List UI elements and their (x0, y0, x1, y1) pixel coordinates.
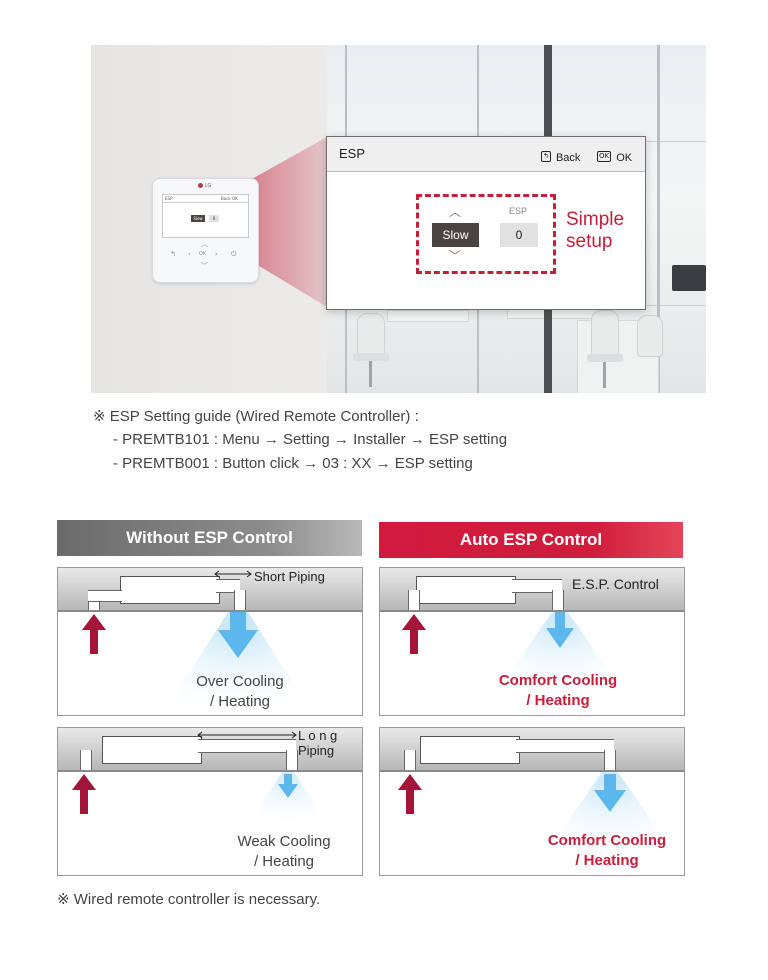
divider (163, 202, 248, 203)
footer-note: ※ Wired remote controller is necessary. (57, 891, 321, 908)
chevron-down-icon[interactable]: ﹀ (449, 249, 462, 263)
wired-remote-controller: LG ESP Back OK Slow 0 ︿ ↰ ‹ OK › ⏻ ﹀ (152, 178, 259, 283)
down-arrow-icon[interactable]: ﹀ (201, 262, 208, 270)
ducted-unit (120, 576, 220, 604)
back-label: Back (555, 152, 581, 164)
remote-screen-nav: Back OK (221, 196, 238, 201)
guide-line-2: - PREMTB001 : Button click → 03 : XX → E… (113, 455, 473, 472)
back-key-icon: ↰ (541, 151, 551, 162)
over-cooling-caption: Over Cooling / Heating (196, 673, 284, 710)
panel-header: ESP ↰ Back OK OK (327, 137, 645, 172)
supply-duct-drop (234, 590, 246, 610)
monitor (672, 265, 706, 291)
supply-air-plume-weak (248, 772, 328, 827)
ducted-unit (420, 736, 520, 764)
remote-screen: ESP Back OK Slow 0 (162, 194, 249, 238)
power-icon[interactable]: ⏻ (231, 250, 237, 258)
esp-label: ESP (509, 206, 528, 216)
weak-cooling-caption: Weak Cooling / Heating (237, 833, 331, 870)
left-arrow-icon[interactable]: ‹ (188, 250, 191, 258)
ok-key-icon: OK (597, 151, 612, 162)
brand-logo: LG (198, 183, 211, 189)
supply-duct (516, 739, 614, 753)
short-piping-label: Short Piping (254, 569, 325, 584)
chair-seat (353, 353, 389, 361)
esp-value-field[interactable]: 0 (500, 223, 538, 247)
remote-value: 0 (209, 215, 219, 222)
chair-leg (369, 361, 372, 387)
highlight-dashed-frame (416, 194, 556, 274)
without-esp-header: Without ESP Control (57, 520, 362, 556)
supply-air-plume (162, 612, 314, 715)
return-air-arrow (82, 614, 106, 654)
callout-line-1: Simple (566, 209, 625, 230)
return-duct (404, 750, 416, 770)
chair-leg (603, 362, 606, 388)
supply-duct (512, 579, 562, 593)
up-arrow-icon[interactable]: ︿ (201, 240, 208, 248)
ok-button[interactable]: OK OK (597, 146, 632, 165)
esp-control-label: E.S.P. Control (572, 576, 659, 592)
comfort-cooling-caption: Comfort Cooling / Heating (547, 832, 667, 869)
back-button[interactable]: ↰ Back (541, 146, 580, 165)
ok-button[interactable]: OK (199, 251, 207, 257)
callout-line-2: setup (566, 231, 613, 252)
simple-setup-callout: Simple setup (566, 209, 624, 253)
projection-beam (241, 137, 327, 307)
return-duct (408, 590, 420, 610)
comfort-cooling-caption: Comfort Cooling / Heating (498, 672, 618, 709)
ducted-unit (102, 736, 202, 764)
dimension-arrow (214, 570, 252, 578)
desk (387, 310, 469, 322)
back-icon[interactable]: ↰ (170, 250, 176, 258)
supply-duct-drop (552, 590, 564, 610)
return-air-arrow (398, 774, 422, 814)
return-air-arrow (402, 614, 426, 654)
ducted-unit (416, 576, 516, 604)
supply-duct-drop (286, 750, 298, 770)
chair-seat (587, 354, 623, 362)
panel-title: ESP (339, 146, 366, 161)
mode-selector[interactable]: Slow (432, 223, 479, 247)
guide-line-1: - PREMTB101 : Menu → Setting → Installer… (113, 431, 508, 448)
remote-screen-title: ESP (165, 196, 173, 201)
return-duct (80, 750, 92, 770)
supply-duct (216, 579, 240, 593)
chevron-up-icon[interactable]: ︿ (449, 205, 462, 219)
guide-title: ※ ESP Setting guide (Wired Remote Contro… (93, 408, 419, 425)
return-duct-horizontal (88, 590, 122, 602)
remote-mode: Slow (191, 215, 205, 222)
supply-duct-drop (604, 750, 616, 770)
return-air-arrow (72, 774, 96, 814)
dimension-arrow (197, 731, 297, 739)
window-mullion (657, 45, 660, 393)
supply-air-plume (490, 612, 630, 702)
diagram-esp-top: E.S.P. Control Comfort Cooling / Heating (379, 567, 685, 716)
ok-label: OK (616, 152, 633, 164)
long-piping-label: L o n g Piping (298, 728, 338, 758)
supply-duct (198, 739, 296, 753)
right-arrow-icon[interactable]: › (215, 250, 218, 258)
office-chair (637, 315, 663, 357)
supply-air-plume (540, 772, 680, 862)
diagram-long-piping: L o n g Piping Weak Cooling / Heating (57, 727, 363, 876)
diagram-esp-bottom: Comfort Cooling / Heating (379, 727, 685, 876)
esp-settings-panel: ESP ↰ Back OK OK ︿ Slow ﹀ ESP 0 Simple s… (326, 136, 646, 310)
auto-esp-header: Auto ESP Control (379, 522, 683, 558)
diagram-short-piping: Short Piping Over Cooling / Heating (57, 567, 363, 716)
